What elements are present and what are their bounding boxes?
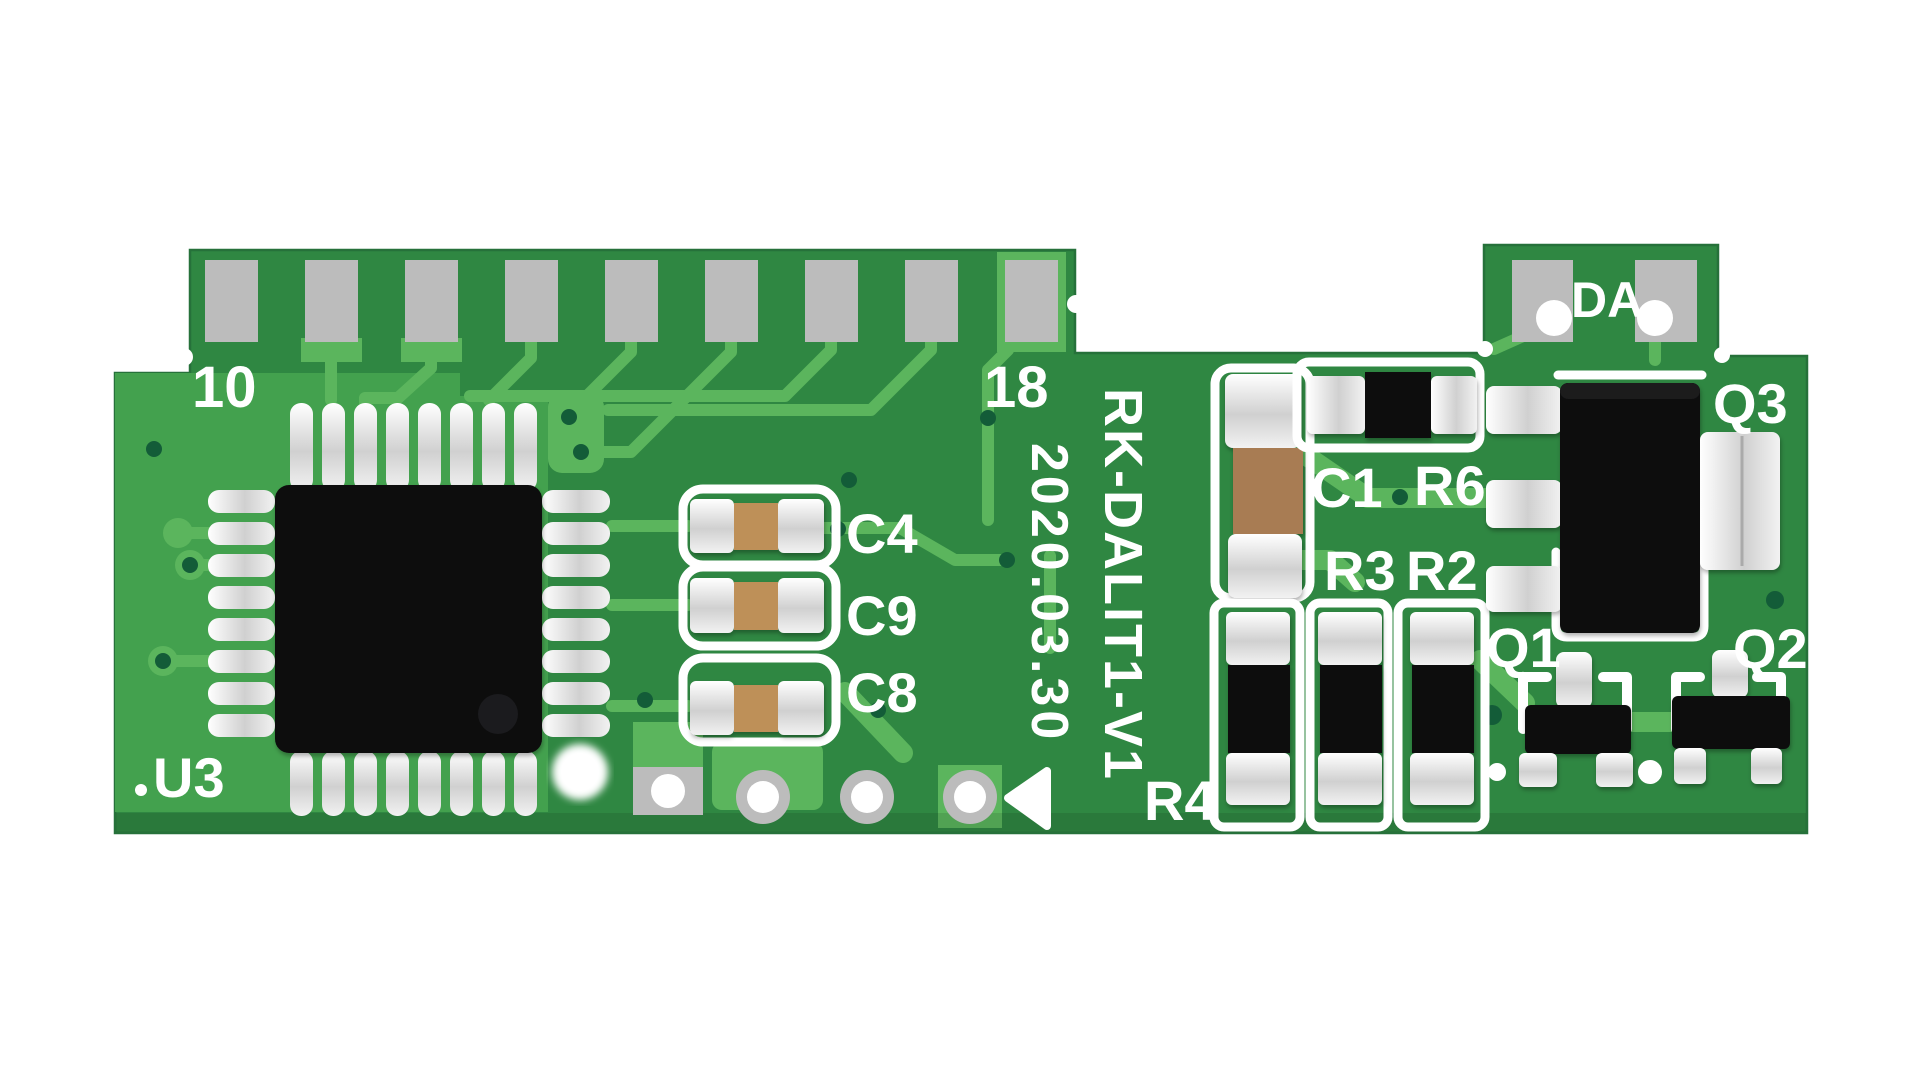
mouse-bites: [175, 295, 1730, 366]
capacitor-c1: [1210, 363, 1315, 603]
bottom-pads: [552, 744, 1051, 830]
label-r6: R6: [1414, 454, 1486, 517]
resistor-r6: [1292, 357, 1485, 453]
transistor-q3: [1486, 370, 1780, 642]
label-u3: U3: [153, 746, 225, 809]
label-c1: C1: [1311, 456, 1383, 519]
label-model: RK-DALIT1-V1: [1093, 388, 1153, 781]
label-q3: Q3: [1713, 372, 1788, 435]
ic-u3: [208, 403, 610, 816]
label-date: 2020.03.30: [1020, 443, 1078, 743]
label-c8: C8: [846, 661, 918, 724]
ic-body: [275, 485, 542, 753]
label-q1: Q1: [1486, 616, 1561, 679]
label-q2: Q2: [1733, 617, 1808, 680]
capacitor-c8: [678, 653, 841, 747]
da-connector: [1512, 260, 1697, 342]
label-pin18: 18: [984, 355, 1049, 420]
vias: [146, 409, 1784, 725]
label-c9: C9: [846, 584, 918, 647]
ic-pin1-dot: [478, 694, 518, 734]
transistor-q2: [1671, 650, 1790, 784]
silk-arrow: [1004, 767, 1051, 830]
label-r4: R4: [1144, 769, 1216, 832]
connector-pads: [205, 260, 1058, 342]
silk-dot: [1488, 763, 1506, 781]
capacitor-c9: [678, 562, 841, 651]
resistor-row: [1209, 598, 1490, 832]
label-pin10: 10: [192, 355, 257, 420]
label-c4: C4: [846, 502, 918, 565]
transistor-q1: [1518, 652, 1633, 787]
label-da: DA: [1571, 272, 1643, 328]
label-r2: R2: [1406, 539, 1478, 602]
silk-dot: [1638, 760, 1662, 784]
label-r3: R3: [1324, 539, 1396, 602]
